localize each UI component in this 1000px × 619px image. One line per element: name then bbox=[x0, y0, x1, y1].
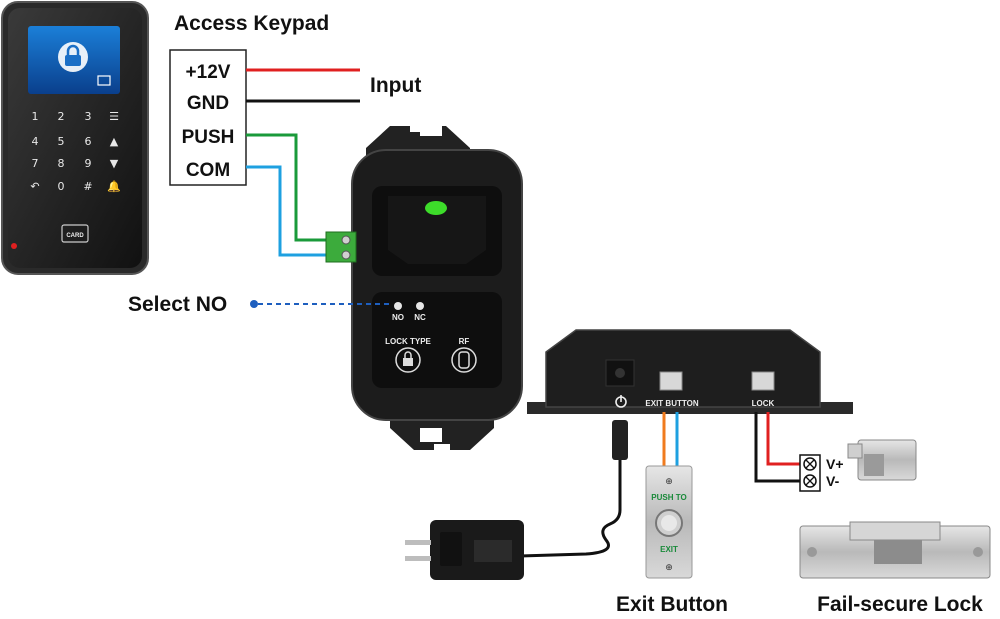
keypad-key: 🔔 bbox=[107, 180, 121, 193]
power-icon bbox=[615, 395, 627, 408]
exit-button-panel: ⊕ PUSH TO EXIT ⊕ bbox=[645, 465, 693, 579]
svg-text:CARD: CARD bbox=[66, 233, 84, 239]
power-adapter bbox=[405, 520, 524, 580]
wire-com bbox=[246, 165, 326, 257]
keypad-key: 1 bbox=[32, 110, 39, 123]
exit-port-label: EXIT BUTTON bbox=[645, 399, 698, 408]
no-led bbox=[394, 302, 402, 310]
status-led bbox=[11, 243, 17, 249]
keypad-key: # bbox=[83, 180, 92, 193]
controller-box: EXIT BUTTON LOCK bbox=[527, 329, 853, 414]
screw-top: ⊕ bbox=[665, 477, 673, 487]
keypad-key: 4 bbox=[32, 135, 39, 148]
keypad-title: Access Keypad bbox=[174, 12, 329, 35]
terminal-label-com: COM bbox=[186, 160, 230, 181]
exit-port bbox=[659, 371, 683, 391]
exit-button-bottom-text: EXIT bbox=[660, 545, 678, 554]
wire-lock-black bbox=[754, 412, 800, 483]
select-no-label: Select NO bbox=[128, 293, 227, 316]
keypad-key: ▲ bbox=[110, 135, 119, 148]
nc-label: NC bbox=[414, 313, 426, 322]
lock-type-button-icon bbox=[395, 347, 421, 373]
nc-led bbox=[416, 302, 424, 310]
keypad-key: 3 bbox=[85, 110, 92, 123]
terminal-block: +12V GND PUSH COM bbox=[169, 49, 247, 186]
green-terminal-connector bbox=[325, 231, 357, 263]
lock-v-plus: V+ bbox=[826, 456, 844, 472]
exit-button-top-text: PUSH TO bbox=[651, 493, 686, 502]
card-icon: CARD bbox=[61, 224, 89, 243]
lock-port-label: LOCK bbox=[752, 399, 775, 408]
wire-push bbox=[246, 133, 326, 242]
lock-port bbox=[751, 371, 775, 391]
wire-lock-red bbox=[766, 412, 800, 466]
terminal-label-push: PUSH bbox=[182, 127, 235, 148]
keypad-key: 7 bbox=[32, 157, 39, 170]
keypad-key: ↶ bbox=[30, 180, 39, 193]
keypad-key: 6 bbox=[85, 135, 92, 148]
terminal-label-12v: +12V bbox=[186, 62, 231, 83]
keypad-key: 8 bbox=[58, 157, 65, 170]
fingerprint-icon bbox=[97, 75, 111, 86]
dc-jack bbox=[615, 368, 625, 378]
lock-v-minus: V- bbox=[826, 473, 840, 489]
keypad-key: 2 bbox=[58, 110, 65, 123]
lock-type-label: LOCK TYPE bbox=[385, 337, 431, 346]
lock-caption: Fail-secure Lock bbox=[817, 593, 983, 616]
keypad-key: 5 bbox=[58, 135, 65, 148]
access-keypad: 1 2 3 ☰ 4 5 6 ▲ 7 8 9 ▼ ↶ 0 # 🔔 CARD bbox=[1, 1, 149, 275]
screw-bottom: ⊕ bbox=[665, 563, 673, 573]
keypad-key: 0 bbox=[58, 180, 65, 193]
dc-cable bbox=[519, 460, 622, 558]
receiver-led bbox=[425, 201, 447, 215]
keypad-key: ☰ bbox=[109, 110, 119, 123]
keypad-key: ▼ bbox=[110, 157, 119, 170]
dc-plug bbox=[612, 420, 628, 460]
rf-button-icon bbox=[451, 347, 477, 373]
terminal-label-gnd: GND bbox=[187, 93, 229, 114]
lock-terminal: V+ V- bbox=[799, 454, 844, 492]
keypad-key: 9 bbox=[85, 157, 92, 170]
select-no-dot bbox=[250, 300, 258, 308]
exit-button-caption: Exit Button bbox=[616, 593, 728, 616]
lock-icon bbox=[58, 42, 88, 72]
no-label: NO bbox=[392, 313, 404, 322]
rf-label: RF bbox=[459, 337, 470, 346]
input-label: Input bbox=[370, 74, 421, 97]
strike-lock bbox=[799, 439, 991, 579]
receiver-module: NO NC LOCK TYPE RF bbox=[325, 122, 523, 450]
